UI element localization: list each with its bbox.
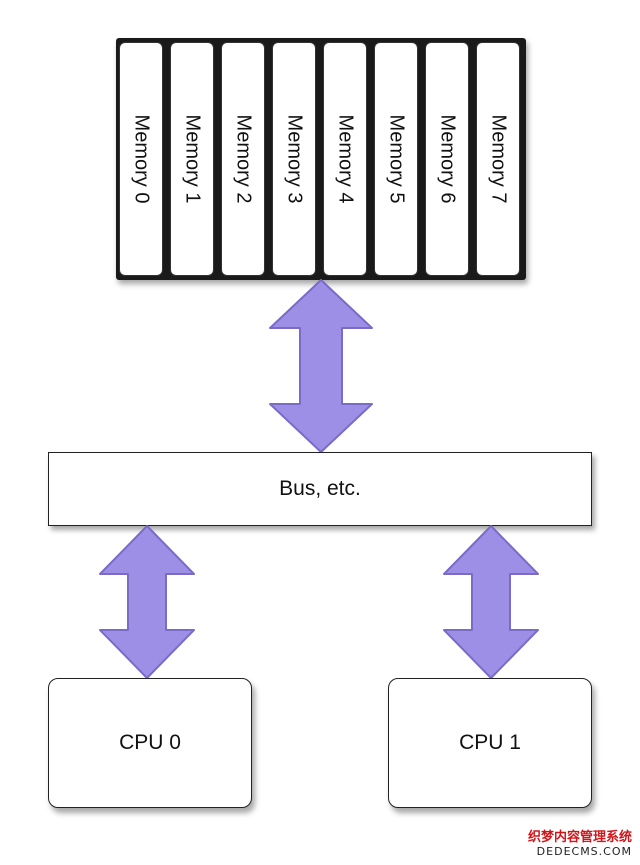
cpu-1-box: CPU 1 — [388, 678, 592, 808]
memory-module-5: Memory 5 — [374, 42, 418, 276]
memory-module-4: Memory 4 — [323, 42, 367, 276]
memory-module-label: Memory 1 — [181, 114, 204, 204]
memory-module-label: Memory 0 — [130, 114, 153, 204]
watermark: 织梦内容管理系统 DEDECMS.COM — [527, 830, 632, 859]
bus-cpu1-arrow — [443, 525, 539, 679]
bus-cpu0-arrow — [99, 525, 195, 679]
memory-module-label: Memory 4 — [334, 114, 357, 204]
double-arrow-icon — [99, 525, 195, 679]
memory-module-6: Memory 6 — [425, 42, 469, 276]
double-arrow-icon — [269, 279, 373, 453]
cpu-label: CPU 0 — [119, 731, 181, 754]
memory-module-3: Memory 3 — [272, 42, 316, 276]
memory-module-1: Memory 1 — [170, 42, 214, 276]
memory-module-label: Memory 3 — [283, 114, 306, 204]
memory-module-0: Memory 0 — [119, 42, 163, 276]
watermark-url: DEDECMS.COM — [536, 845, 632, 859]
memory-module-2: Memory 2 — [221, 42, 265, 276]
memory-rack: Memory 0 Memory 1 Memory 2 Memory 3 Memo… — [116, 38, 526, 280]
memory-bus-arrow — [269, 279, 373, 453]
memory-module-7: Memory 7 — [476, 42, 520, 276]
bus-box: Bus, etc. — [48, 452, 592, 526]
memory-module-label: Memory 5 — [385, 114, 408, 204]
cpu-0-box: CPU 0 — [48, 678, 252, 808]
bus-label: Bus, etc. — [279, 477, 361, 500]
memory-module-label: Memory 2 — [232, 114, 255, 204]
cpu-label: CPU 1 — [459, 731, 521, 754]
watermark-text: 织梦内容管理系统 — [527, 830, 632, 846]
double-arrow-icon — [443, 525, 539, 679]
memory-module-label: Memory 6 — [436, 114, 459, 204]
memory-module-label: Memory 7 — [487, 114, 510, 204]
